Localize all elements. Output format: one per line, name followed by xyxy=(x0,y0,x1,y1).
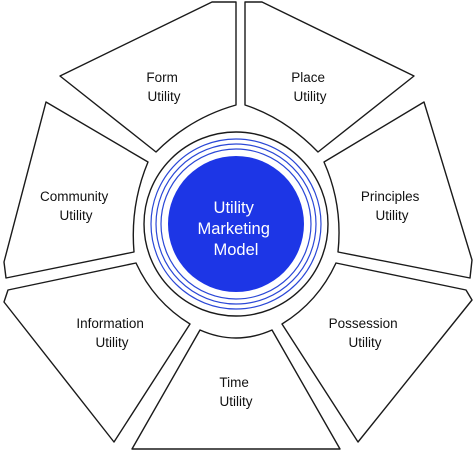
center-title: Utility Marketing Model xyxy=(197,199,274,259)
segment-place-label: Place Utility xyxy=(291,70,329,104)
segment-principles-label: Principles Utility xyxy=(361,189,423,223)
segment-community-label-line-1: Community xyxy=(40,189,109,204)
center-blue-ring-outer xyxy=(150,138,322,310)
segment-place-utility: Place Utility xyxy=(244,1,415,153)
segment-time-label-line-1: Time xyxy=(219,375,249,390)
segment-time-utility: Time Utility xyxy=(131,329,341,450)
segment-principles-label-line-1: Principles xyxy=(361,189,420,204)
center-title-line-1: Utility xyxy=(214,199,255,217)
segment-form-label-line-2: Utility xyxy=(148,89,181,104)
segment-form-label: Form Utility xyxy=(146,70,181,104)
segment-possession-utility: Possession Utility xyxy=(281,262,473,443)
segment-principles-label-line-2: Utility xyxy=(376,208,409,223)
segment-possession-label: Possession Utility xyxy=(329,316,402,350)
center-title-line-2: Marketing xyxy=(197,220,269,238)
center-outer-ring xyxy=(143,131,329,317)
segment-time-label: Time Utility xyxy=(219,375,252,409)
segment-principles-shape xyxy=(323,101,473,279)
segment-community-utility: Community Utility xyxy=(3,101,149,279)
segment-principles-utility: Principles Utility xyxy=(323,101,473,279)
segment-form-utility: Form Utility xyxy=(59,1,237,153)
segment-information-utility: Information Utility xyxy=(3,262,191,443)
center-title-line-3: Model xyxy=(214,241,259,259)
segment-place-shape xyxy=(244,1,415,153)
segment-community-label: Community Utility xyxy=(40,189,112,223)
segment-form-shape xyxy=(59,1,237,153)
segment-place-label-line-1: Place xyxy=(291,70,325,85)
center-disc xyxy=(168,156,304,292)
center-hub: Utility Marketing Model xyxy=(143,131,329,317)
segment-time-label-line-2: Utility xyxy=(220,394,253,409)
segment-information-label: Information Utility xyxy=(76,316,147,350)
center-blue-ring-middle xyxy=(155,143,317,305)
segment-information-label-line-2: Utility xyxy=(96,335,129,350)
segment-community-shape xyxy=(3,101,149,279)
segment-information-label-line-1: Information xyxy=(76,316,144,331)
segment-possession-label-line-1: Possession xyxy=(329,316,398,331)
segment-possession-label-line-2: Utility xyxy=(349,335,382,350)
center-blue-ring-inner xyxy=(160,148,312,300)
segment-community-label-line-2: Utility xyxy=(60,208,93,223)
segment-possession-shape xyxy=(281,262,473,443)
segment-information-shape xyxy=(3,262,191,443)
segment-form-label-line-1: Form xyxy=(146,70,178,85)
segment-time-shape xyxy=(131,329,341,450)
segment-place-label-line-2: Utility xyxy=(294,89,327,104)
